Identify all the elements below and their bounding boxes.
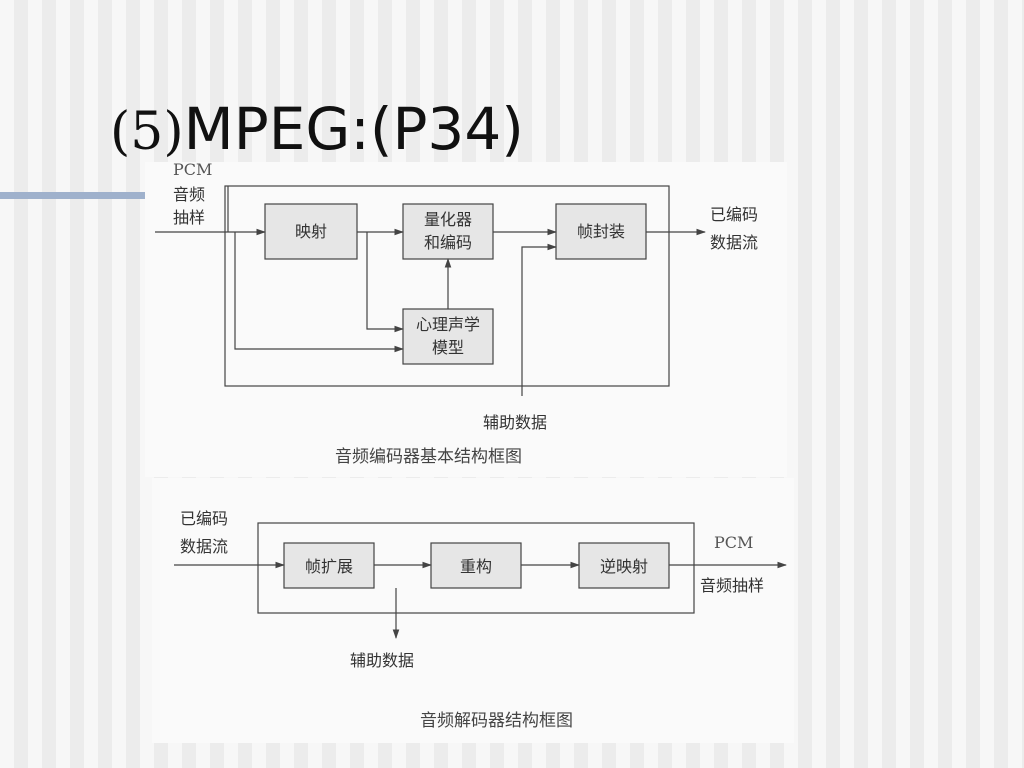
mapping-block: 映射 — [264, 203, 358, 260]
encoder-output-stream: 数据流 — [710, 233, 758, 252]
reconstruct-block: 重构 — [430, 542, 522, 589]
decoder-diagram: 已编码 数据流 帧扩展 重构 逆映射 PCM 音频抽样 辅助数据 音频解 — [152, 478, 794, 743]
decoder-svg: 已编码 数据流 帧扩展 重构 逆映射 PCM 音频抽样 辅助数据 音频解 — [174, 509, 787, 731]
psycho-label-2: 模型 — [432, 338, 464, 357]
encoder-output-coded: 已编码 — [710, 205, 758, 224]
encoder-connectors — [155, 186, 706, 396]
title-number: (5) — [110, 102, 184, 162]
quantize-label-2: 和编码 — [424, 233, 472, 252]
encoder-caption: 音频编码器基本结构框图 — [335, 447, 522, 467]
encoder-diagram: PCM 音频 抽样 映射 量化器 和编码 帧封装 心理声学 模型 — [145, 162, 787, 477]
encoder-input-audio: 音频 — [173, 185, 205, 204]
decoder-connectors — [174, 561, 787, 639]
frame-unpack-block: 帧扩展 — [283, 542, 375, 589]
encoder-aux-label: 辅助数据 — [483, 413, 547, 432]
frame-unpack-label: 帧扩展 — [305, 557, 353, 576]
decoder-frame — [257, 522, 695, 614]
slide-title: (5)MPEG:(P34) — [110, 100, 524, 158]
quantize-block: 量化器 和编码 — [402, 203, 494, 260]
quantize-label-1: 量化器 — [424, 210, 472, 229]
decoder-caption: 音频解码器结构框图 — [420, 711, 573, 731]
inverse-map-label: 逆映射 — [600, 557, 648, 576]
encoder-input-pcm: PCM — [173, 162, 212, 179]
decoder-output-sample: 音频抽样 — [700, 576, 764, 595]
psycho-model-block: 心理声学 模型 — [402, 308, 494, 365]
decoder-input-stream: 数据流 — [180, 537, 228, 556]
encoder-svg: PCM 音频 抽样 映射 量化器 和编码 帧封装 心理声学 模型 — [155, 162, 758, 467]
decoder-aux-label: 辅助数据 — [350, 651, 414, 670]
frame-pack-label: 帧封装 — [577, 222, 625, 241]
frame-pack-block: 帧封装 — [555, 203, 647, 260]
title-text: MPEG:(P34) — [183, 95, 524, 163]
inverse-map-block: 逆映射 — [578, 542, 670, 589]
encoder-frame — [224, 185, 670, 387]
encoder-input-sample: 抽样 — [173, 208, 205, 227]
decoder-input-coded: 已编码 — [180, 509, 228, 528]
title-accent-line — [0, 192, 190, 199]
reconstruct-label: 重构 — [460, 557, 492, 576]
decoder-output-pcm: PCM — [714, 533, 753, 552]
mapping-label: 映射 — [295, 222, 327, 241]
psycho-label-1: 心理声学 — [416, 315, 480, 334]
